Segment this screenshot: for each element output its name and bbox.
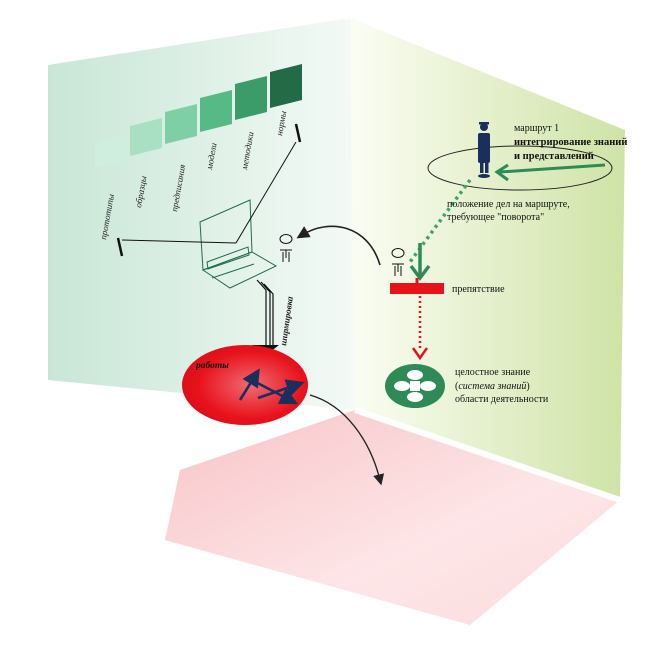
scale-bracket-top (294, 123, 302, 143)
turn-arrowhead (409, 264, 431, 281)
works-label: работы (195, 360, 229, 371)
scale-block-1 (95, 134, 127, 168)
floor-edge (354, 407, 621, 503)
laptop-icon (199, 199, 278, 289)
works-exit-arrow (309, 394, 385, 486)
scale-block-6 (270, 64, 302, 108)
knowledge-arrowhead (411, 347, 429, 361)
knowledge-open-paren: ( (455, 381, 459, 392)
person-left-icon (279, 234, 293, 262)
scale-block-2 (130, 118, 162, 156)
route-entry-arrowhead (494, 163, 509, 182)
scale-block-5 (235, 76, 267, 120)
works-disk (182, 345, 308, 425)
person-right-icon (391, 248, 405, 276)
scale-bracket-left (116, 237, 124, 257)
pointer-line-left (121, 239, 237, 244)
route-label-1: маршрут 1 (514, 123, 559, 134)
pointer-line-top (235, 141, 297, 244)
knowledge-close-paren: ) (526, 381, 529, 392)
obstacle-label: препятствие (452, 284, 505, 295)
scale-blocks (95, 64, 302, 168)
scale-label-models: модели (204, 142, 219, 172)
position-label-1: положение дел на маршруте, (447, 199, 570, 210)
left-wall (48, 18, 355, 410)
scale-block-3 (165, 104, 197, 144)
knowledge-label-3: области деятельности (455, 394, 549, 405)
route-label-2: интегрирование знаний (514, 137, 627, 148)
route-entry-arrow (499, 163, 606, 174)
knowledge-system-icon (385, 364, 445, 408)
obstacle-bar (390, 283, 444, 294)
knowledge-label-1: целостное знание (455, 367, 531, 378)
return-arrow (296, 225, 381, 266)
position-label-2: требующее "поворота" (447, 212, 544, 223)
route-person-icon (478, 122, 490, 178)
route-ellipse (427, 145, 613, 191)
knowledge-italic: система знаний (458, 381, 526, 392)
works-arrows (238, 368, 305, 405)
scale-label-norms: нормы (274, 110, 288, 136)
knowledge-label-2: (система знаний) (455, 381, 530, 392)
scale-block-4 (200, 90, 232, 132)
route-label-3: и представлений (514, 151, 594, 162)
